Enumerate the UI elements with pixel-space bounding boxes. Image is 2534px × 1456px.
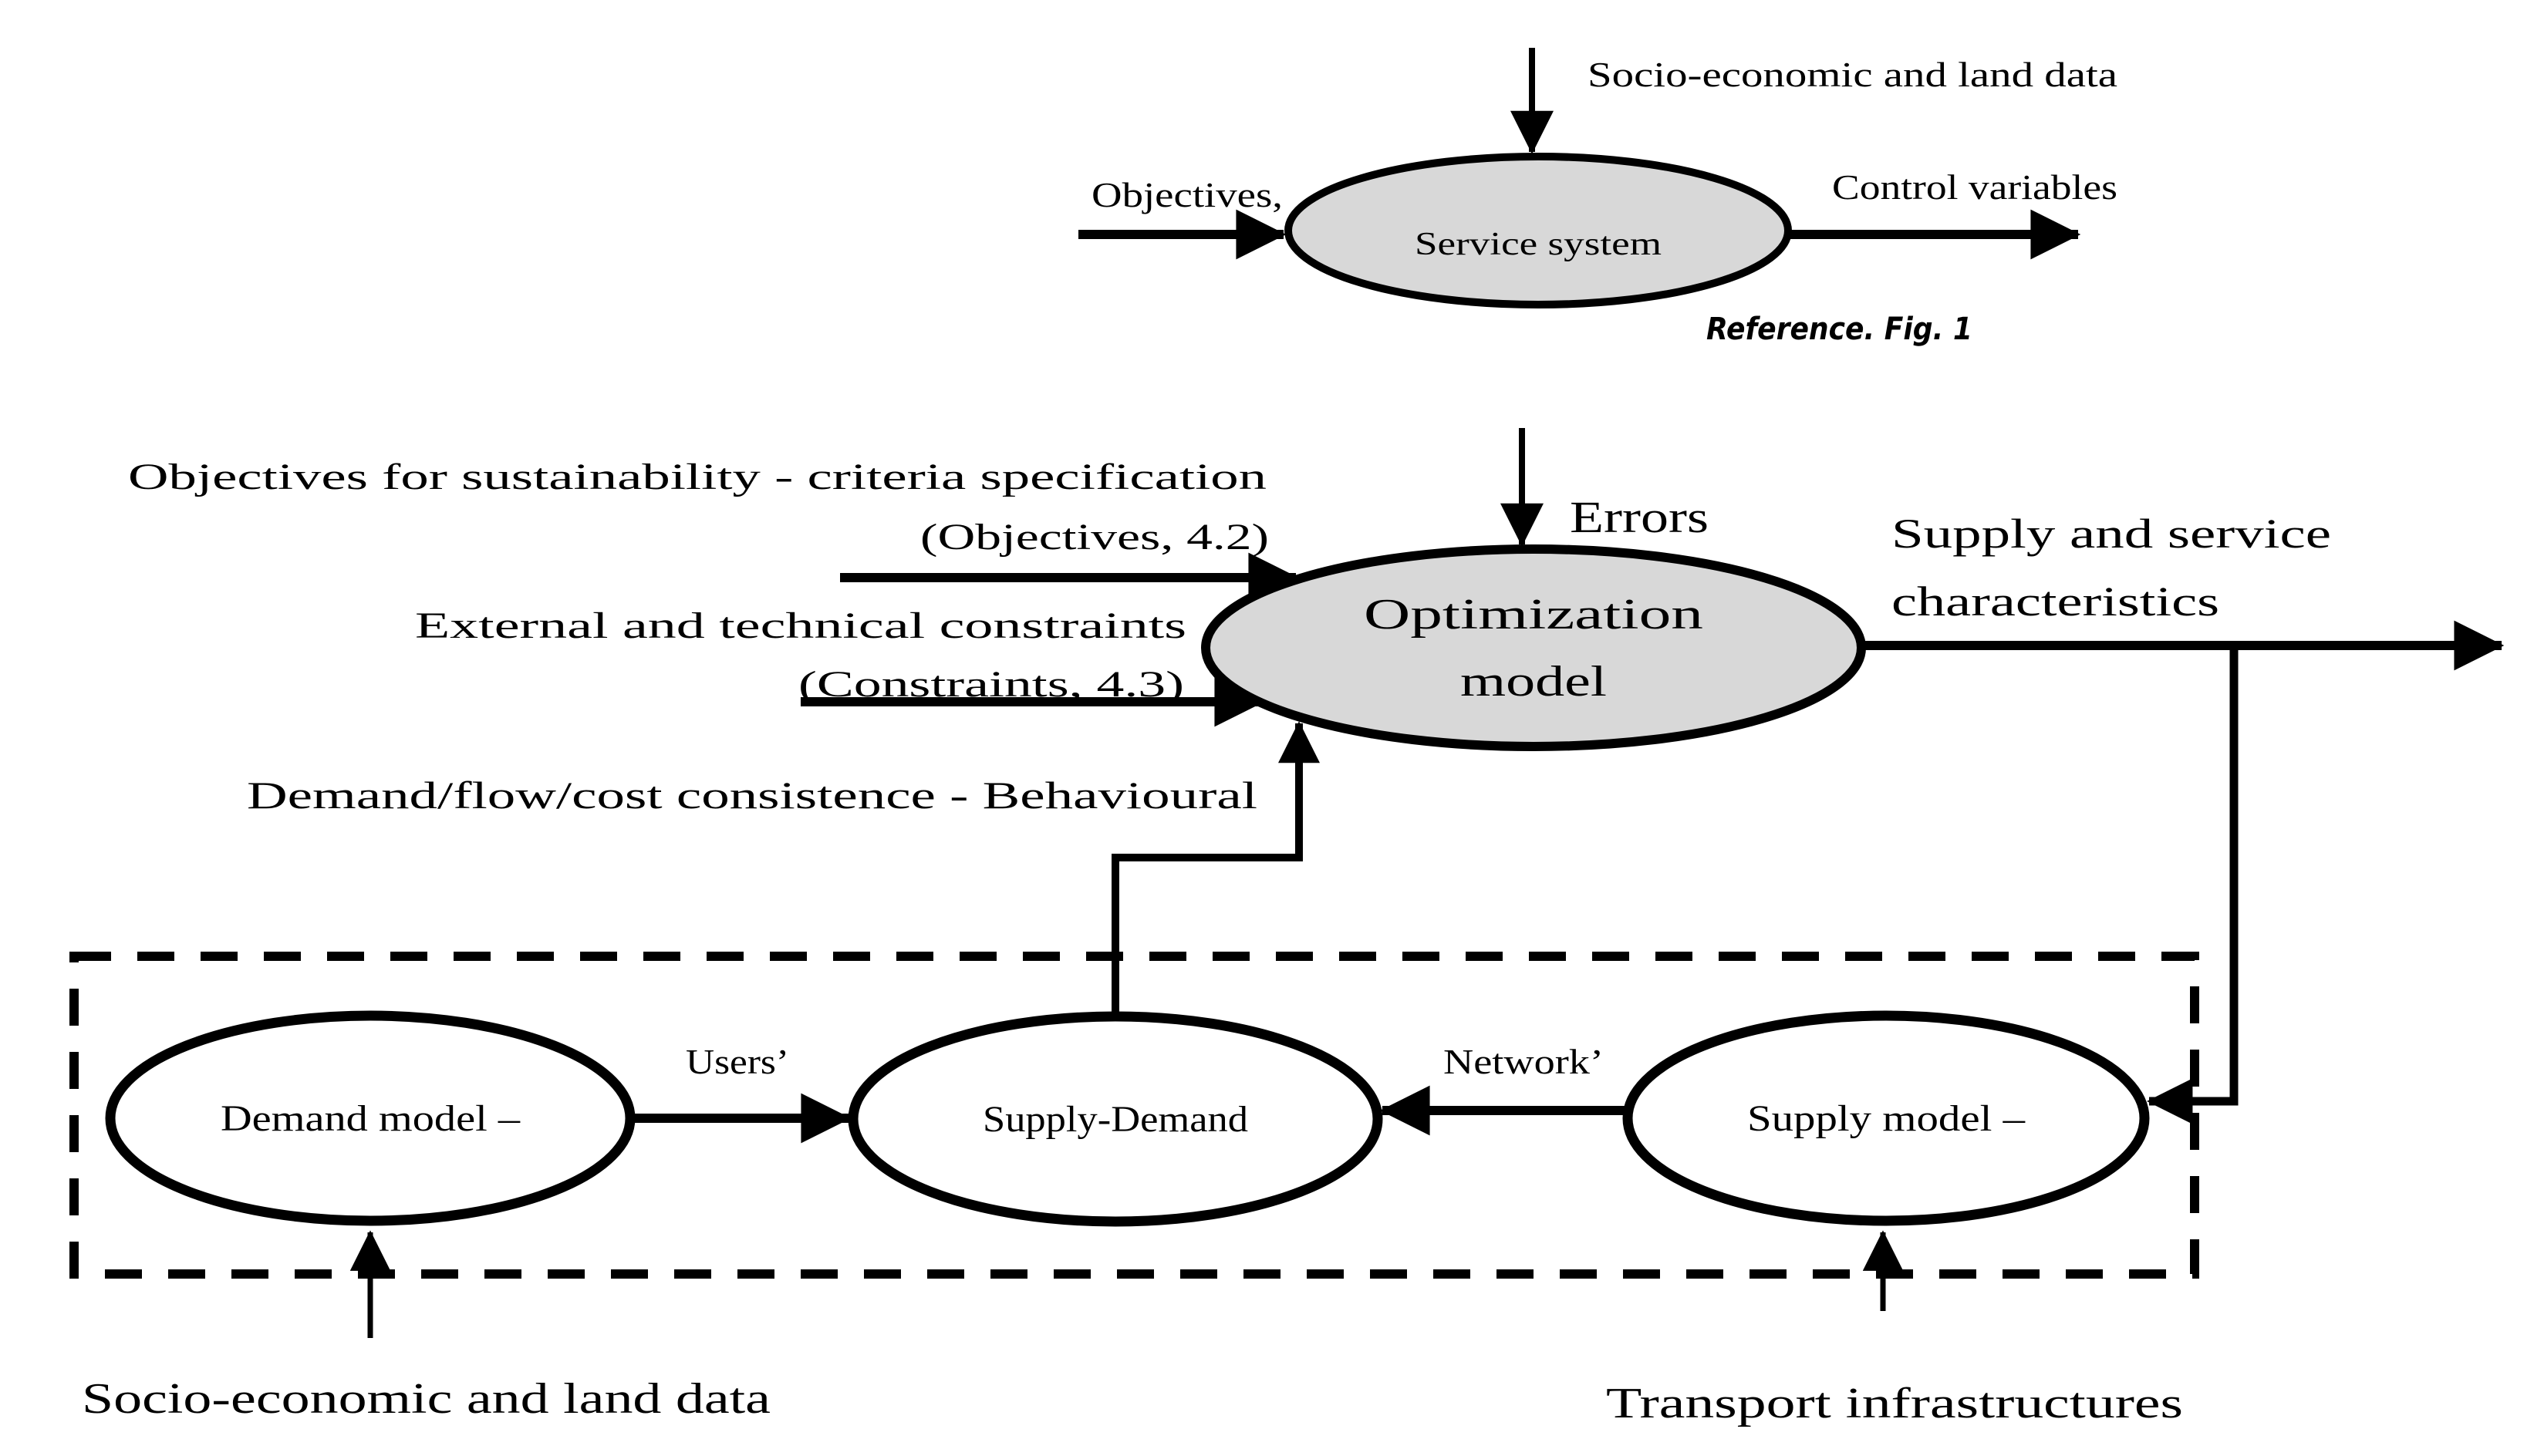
errors-label: Errors	[1570, 492, 1709, 542]
demand-model-node	[105, 1010, 636, 1226]
feedback-arrow-to-supply-model	[2147, 645, 2239, 1124]
supply-demand-node-label: Supply-Demand	[983, 1099, 1248, 1140]
objectives-ref-label: (Objectives, 4.2)	[920, 517, 1269, 558]
assignment-dashed-box	[69, 952, 2199, 1279]
assignment-subdiagram: Demand model – Users’ Supply-Demand Netw…	[105, 1010, 2150, 1227]
optimization-node-label-line1: Optimization	[1364, 591, 1703, 639]
supply-model-node-label: Supply model –	[1747, 1098, 2026, 1139]
constraints-label: External and technical constraints	[415, 605, 1186, 646]
optimization-model-subdiagram: Objectives for sustainability - criteria…	[128, 428, 2505, 1124]
service-system-node-label: Service system	[1415, 227, 1662, 262]
demand-model-node-label: Demand model –	[221, 1098, 521, 1139]
service-system-subdiagram: Socio-economic and land data Objectives,…	[1078, 48, 2117, 347]
optimization-node-label-line2: model	[1460, 658, 1607, 706]
control-variables-label: Control variables	[1832, 167, 2117, 207]
supply-demand-node	[848, 1011, 1383, 1227]
users-label: Users’	[686, 1042, 789, 1081]
supply-service-label-line1: Supply and service	[1891, 511, 2331, 557]
supply-service-label-line2: characteristics	[1891, 578, 2219, 625]
transport-label: Transport infrastructures	[1606, 1380, 2183, 1427]
consistency-stepped-arrow	[1112, 721, 1321, 1018]
bottom-inputs: Socio-economic and land data Transport i…	[82, 1230, 2183, 1427]
objectives-sustainability-label: Objectives for sustainability - criteria…	[128, 457, 1267, 497]
service-system-node	[1284, 153, 1792, 308]
optimization-model-node	[1201, 544, 1866, 751]
network-label: Network’	[1443, 1042, 1604, 1081]
supply-model-node	[1622, 1010, 2150, 1226]
socio-data-top-label: Socio-economic and land data	[1588, 55, 2117, 94]
reference-caption: Reference. Fig. 1	[1706, 312, 1972, 347]
objectives-input-label: Objectives,	[1092, 175, 1283, 214]
socio-data-bottom-label: Socio-economic and land data	[82, 1375, 771, 1423]
consistency-label: Demand/flow/cost consistence - Behaviour…	[247, 774, 1257, 817]
